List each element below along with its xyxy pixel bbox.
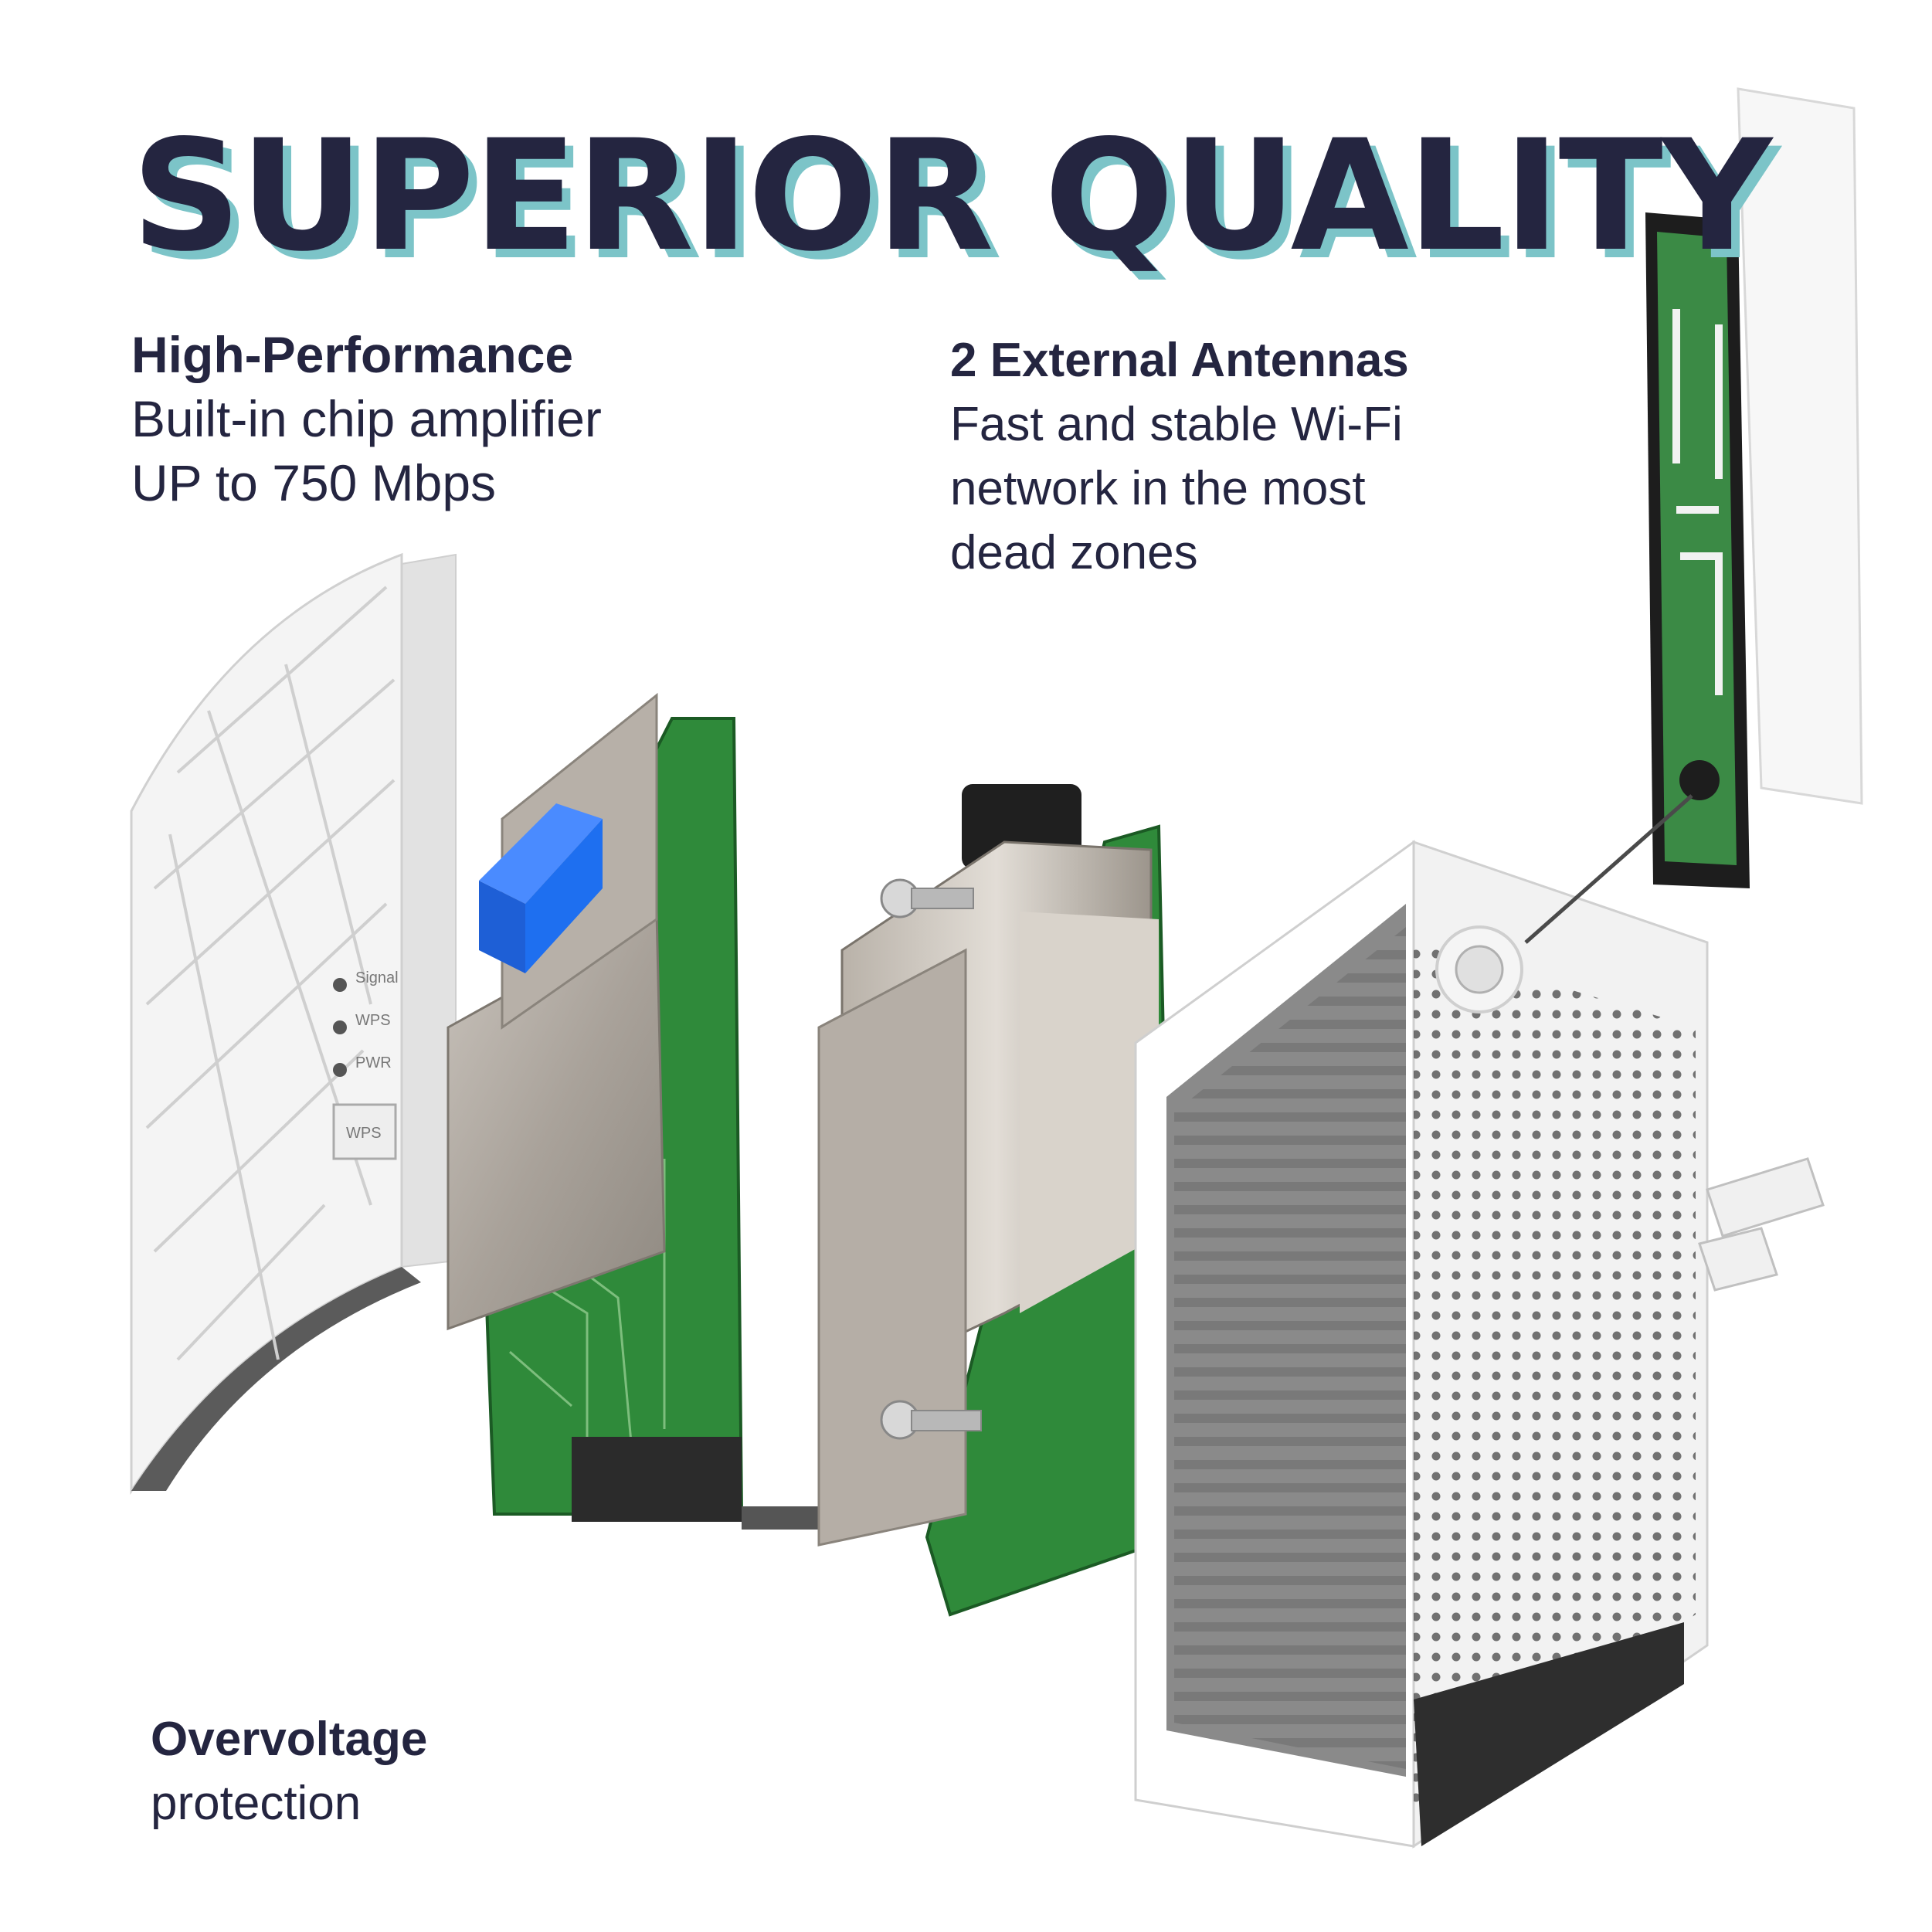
screw-bottom xyxy=(880,1400,982,1440)
chip xyxy=(479,803,603,973)
feature-line: Built-in chip amplifier xyxy=(131,390,602,447)
wps-led xyxy=(333,1020,347,1034)
rf-shield xyxy=(446,692,666,1331)
feature-high-performance: High-Performance Built-in chip amplifier… xyxy=(131,323,602,515)
headline: SUPERIOR QUALITY xyxy=(131,107,1772,285)
metal-housing xyxy=(817,840,1159,1547)
feature-line: protection xyxy=(151,1777,362,1830)
rear-housing xyxy=(1134,840,1709,1849)
front-cover: Signal WPS PWR WPS xyxy=(130,552,457,1496)
antenna-pcb xyxy=(1645,212,1750,888)
feature-overvoltage: Overvoltage protection xyxy=(151,1707,427,1835)
signal-led xyxy=(333,978,347,992)
signal-label: Signal xyxy=(355,969,399,986)
plug-prongs xyxy=(1698,1157,1825,1292)
screw-top xyxy=(880,878,974,918)
feature-line: Fast and stable Wi-Fi xyxy=(950,398,1403,451)
feature-title: 2 External Antennas xyxy=(950,334,1409,387)
antenna-cable xyxy=(1524,794,1693,944)
feature-line: dead zones xyxy=(950,526,1198,579)
feature-external-antennas: 2 External Antennas Fast and stable Wi-F… xyxy=(950,328,1409,585)
feature-line: network in the most xyxy=(950,462,1366,515)
wps-button xyxy=(332,1103,397,1160)
wps-button-label: WPS xyxy=(346,1125,382,1142)
antenna-mount xyxy=(1435,925,1523,1014)
feature-line: UP to 750 Mbps xyxy=(131,454,497,511)
wps-label: WPS xyxy=(355,1012,391,1029)
feature-title: High-Performance xyxy=(131,326,574,383)
pwr-label: PWR xyxy=(355,1054,392,1071)
pwr-led xyxy=(333,1063,347,1077)
antenna-shell xyxy=(1737,87,1863,805)
feature-title: Overvoltage xyxy=(151,1713,428,1766)
